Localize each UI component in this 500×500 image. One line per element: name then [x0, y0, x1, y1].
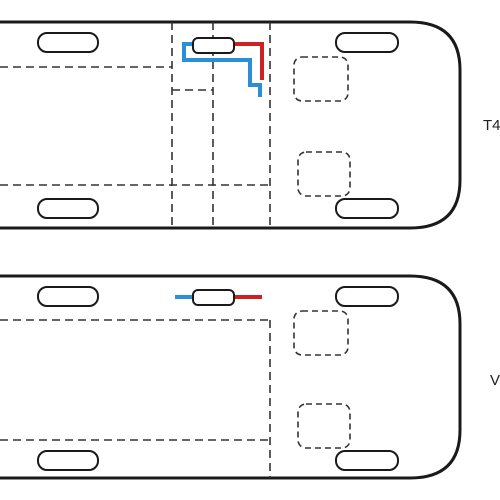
left-bottom-oval	[37, 450, 99, 471]
van-diagram-v: V	[0, 274, 500, 480]
water-heater-unit	[192, 289, 235, 306]
front-seat-bottom	[297, 403, 351, 449]
hot-pipe	[234, 42, 264, 80]
left-top-oval	[37, 286, 99, 307]
diagram-label-v: V	[490, 372, 500, 389]
right-top-oval	[335, 286, 399, 307]
diagram-label-t4: T4	[483, 117, 500, 134]
water-heater-unit	[192, 37, 235, 54]
front-seat-top	[293, 56, 349, 102]
left-bottom-oval	[37, 198, 99, 219]
right-bottom-oval	[335, 198, 399, 219]
bed-dashed-outline	[0, 22, 271, 228]
van-body-outline	[0, 274, 462, 480]
van-body-outline	[0, 20, 462, 230]
bed-dashed-outline	[0, 319, 271, 478]
front-seat-top	[293, 310, 349, 356]
right-bottom-oval	[335, 450, 399, 471]
right-top-oval	[335, 32, 399, 53]
cold-pipe	[182, 42, 262, 97]
front-seat-bottom	[297, 151, 351, 197]
van-diagram-t4: T4	[0, 20, 500, 230]
left-top-oval	[37, 32, 99, 53]
